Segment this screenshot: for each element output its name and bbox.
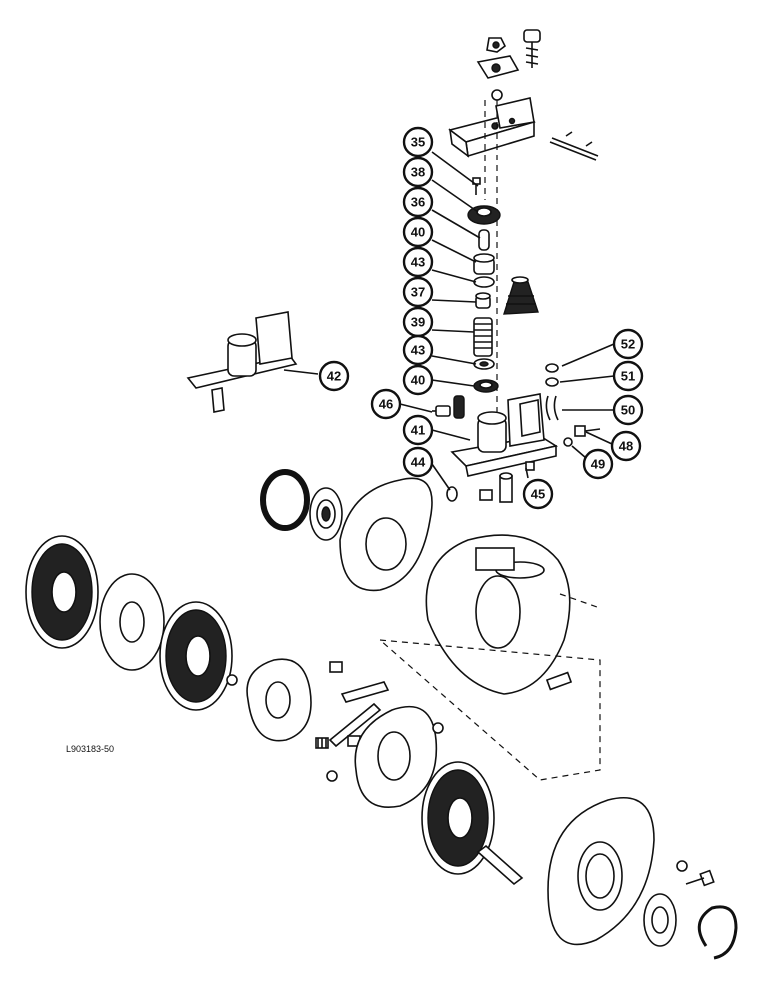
upper-bracket: [448, 97, 536, 158]
svg-text:50: 50: [621, 403, 635, 418]
svg-text:38: 38: [411, 165, 425, 180]
svg-text:36: 36: [411, 195, 425, 210]
actuator-plate: [246, 658, 312, 742]
cover-bearing: [643, 893, 677, 947]
callout-49: 49: [582, 448, 614, 480]
callout-39: 39: [402, 306, 434, 338]
callout-51: 51: [612, 360, 644, 392]
lower-bracket: [450, 393, 559, 477]
spring-39: [473, 317, 493, 357]
top-bolt: [523, 29, 541, 68]
nut-52: [545, 363, 559, 373]
stud-45: [479, 461, 535, 503]
ball: [326, 770, 338, 782]
shaft-pin: [476, 844, 524, 886]
callout-38: 38: [402, 156, 434, 188]
actuator-plate-right: [354, 705, 438, 808]
pressure-plate-left: [99, 573, 165, 671]
top-plate: [476, 55, 520, 79]
bearing-cover: [547, 796, 655, 946]
callout-35: 35: [402, 126, 434, 158]
pin-and-clips: [549, 131, 599, 161]
callout-48: 48: [610, 430, 642, 462]
washer-49: [563, 437, 573, 447]
leader-lines: [283, 151, 615, 491]
cup-37: [475, 292, 491, 309]
callout-46: 46: [370, 388, 402, 420]
friction-disc-left: [25, 535, 99, 649]
cover-washer: [676, 860, 688, 872]
clip-50: [545, 395, 559, 421]
washer-40-lower: [473, 379, 499, 393]
callout-37: 37: [402, 276, 434, 308]
svg-text:40: 40: [411, 373, 425, 388]
brake-housing: [425, 534, 571, 695]
svg-text:46: 46: [379, 397, 393, 412]
friction-disc-right: [421, 761, 495, 875]
svg-text:40: 40: [411, 225, 425, 240]
o-ring: [260, 469, 310, 531]
links: [328, 661, 390, 748]
svg-text:37: 37: [411, 285, 425, 300]
svg-text:48: 48: [619, 439, 633, 454]
bearing: [309, 487, 343, 541]
rubber-boot: [503, 276, 539, 315]
callout-43-lower: 43: [402, 334, 434, 366]
callout-36: 36: [402, 186, 434, 218]
spring-loaded-plunger: [453, 395, 465, 419]
callout-42: 42: [318, 360, 350, 392]
alternate-bracket: [186, 311, 298, 413]
svg-text:45: 45: [531, 487, 545, 502]
callout-45: 45: [522, 478, 554, 510]
housing-dashed-outline: [378, 593, 601, 781]
svg-text:43: 43: [411, 255, 425, 270]
gasket: [339, 477, 433, 592]
top-washer: [491, 89, 503, 101]
svg-text:43: 43: [411, 343, 425, 358]
friction-disc-middle: [159, 601, 233, 711]
spring-small: [315, 737, 329, 749]
seat-43-upper: [473, 276, 495, 288]
callout-40-lower: 40: [402, 364, 434, 396]
seat-43-lower: [473, 358, 495, 370]
reference-code: L903183-50: [66, 744, 114, 754]
pin-44: [446, 486, 458, 502]
callout-52: 52: [612, 328, 644, 360]
svg-text:52: 52: [621, 337, 635, 352]
housing-bolt: [545, 671, 573, 691]
svg-text:49: 49: [591, 457, 605, 472]
svg-text:39: 39: [411, 315, 425, 330]
washer-51: [545, 377, 559, 387]
callout-43-upper: 43: [402, 246, 434, 278]
bushing-40-upper: [473, 253, 495, 275]
svg-text:51: 51: [621, 369, 635, 384]
callout-50: 50: [612, 394, 644, 426]
small-screw: [472, 177, 481, 195]
callout-41: 41: [402, 414, 434, 446]
pin-36: [478, 229, 490, 251]
callout-44: 44: [402, 446, 434, 478]
top-nut: [486, 37, 507, 53]
small-nut-left: [226, 674, 238, 686]
svg-text:44: 44: [411, 455, 426, 470]
svg-text:42: 42: [327, 369, 341, 384]
svg-text:35: 35: [411, 135, 425, 150]
callout-40-upper: 40: [402, 216, 434, 248]
snap-ring: [697, 905, 738, 960]
fitting-46: [432, 405, 451, 417]
cover-bolt: [685, 869, 715, 887]
small-nut-right: [432, 722, 444, 734]
svg-text:41: 41: [411, 423, 425, 438]
bolt-48: [574, 425, 601, 437]
